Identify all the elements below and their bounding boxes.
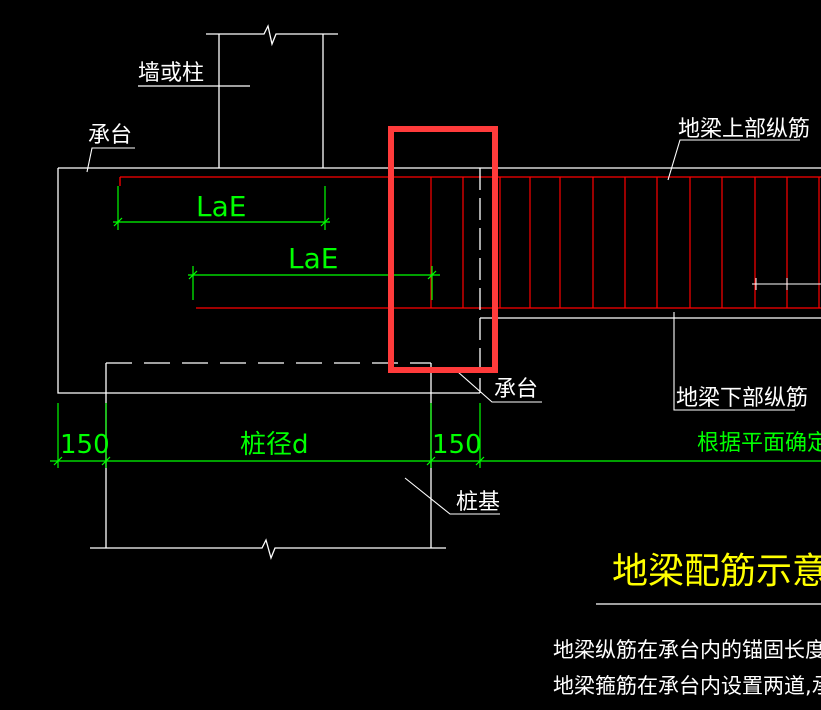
lae-dimension-1 [113,186,330,230]
dimension-150-right: 150 [432,430,482,460]
cap-label-top: 承台 [88,123,132,148]
beam-bottom-bars-label: 地梁下部纵筋 [676,386,808,411]
lae-label-2: LaE [288,242,338,275]
stirrup-spacing-dimension [752,278,821,290]
pile-foundation-label: 桩基 [456,490,500,515]
dimension-150-left: 150 [60,430,110,460]
beam-outline [479,167,821,393]
drawing-title: 地梁配筋示意图 [612,551,821,592]
cap-label-bottom: 承台 [494,377,538,402]
lae-dimension-2 [188,266,440,300]
by-plan-label: 根据平面确定 [697,431,821,456]
leader-lines [86,139,800,515]
wall-or-column-label: 墙或柱 [138,61,204,86]
lae-label-1: LaE [196,190,246,223]
pile-cap-outline [57,167,480,394]
beam-stirrups [430,177,820,308]
selection-highlight-box[interactable] [388,126,498,373]
wall-column [138,24,338,168]
pile-dimension-chain [50,403,821,468]
beam-top-bars-label: 地梁上部纵筋 [678,117,810,142]
beam-top-rebar [119,176,821,186]
note-line-2: 地梁箍筋在承台内设置两道,承 [553,674,821,698]
pile-diameter-label: 桩径d [240,430,309,460]
note-line-1: 地梁纵筋在承台内的锚固长度从 [553,638,821,662]
